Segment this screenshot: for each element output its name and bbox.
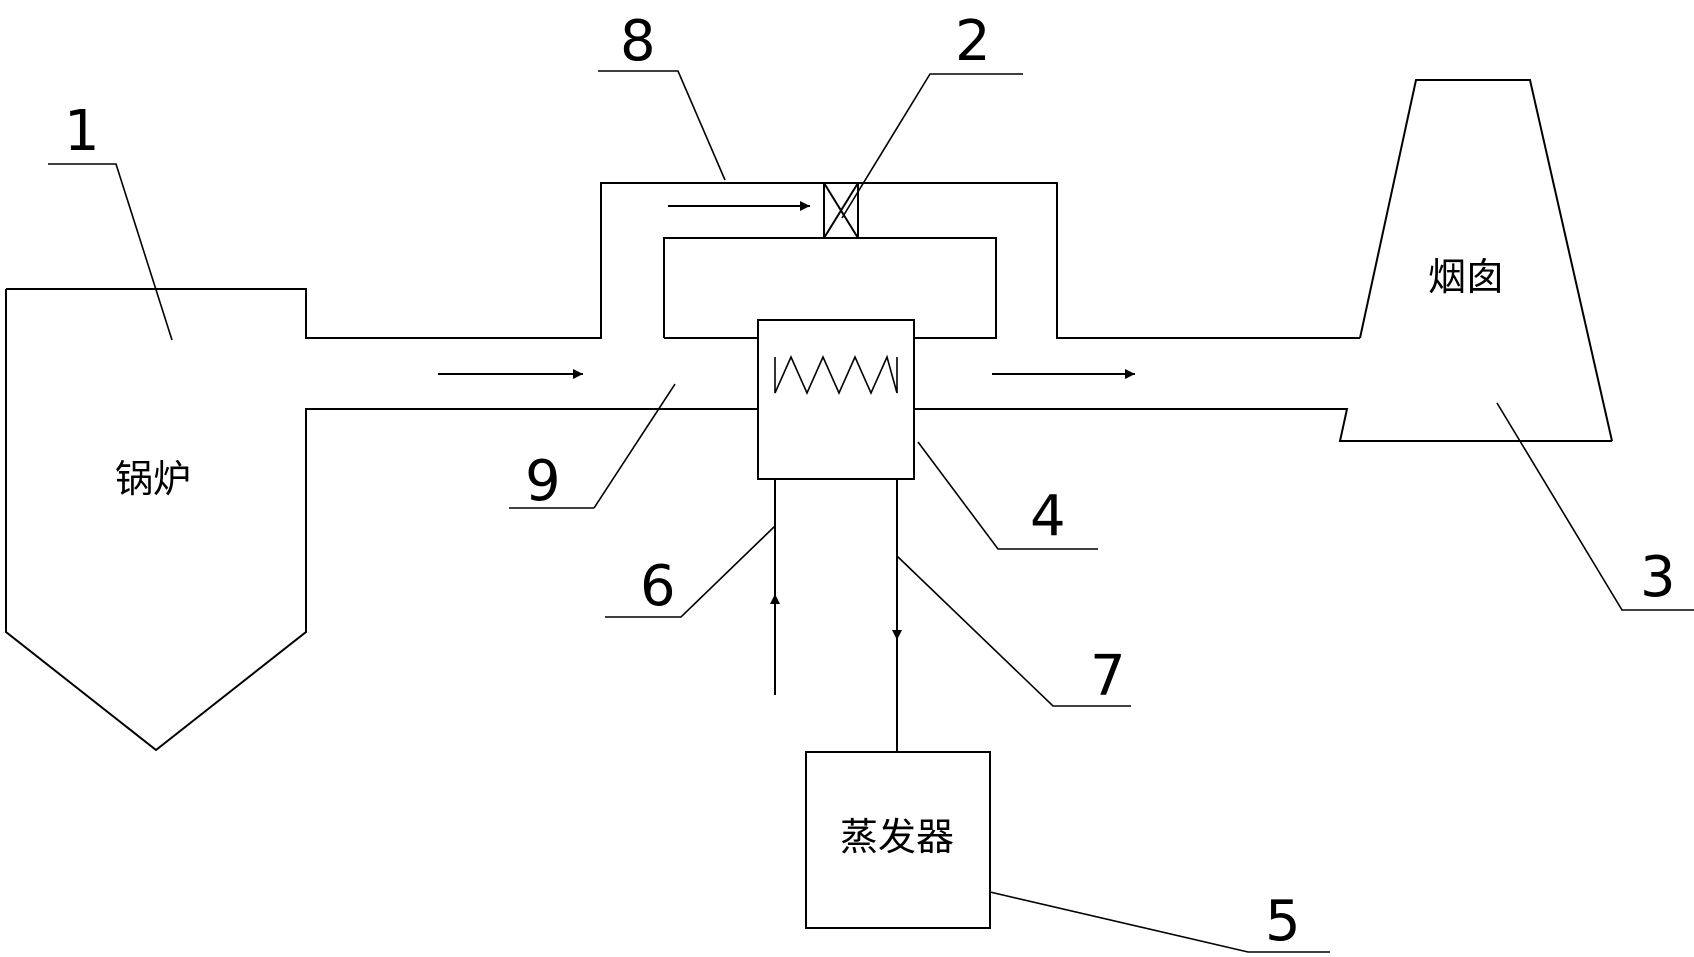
label-num-1: 1 <box>64 99 100 164</box>
evaporator-box <box>805 751 991 929</box>
leader-4 <box>917 441 1098 550</box>
damper-cross-b <box>823 182 859 239</box>
leader-9 <box>593 383 676 509</box>
bypass-inner-loop <box>663 237 997 339</box>
label-num-6: 6 <box>640 554 676 619</box>
damper-valve <box>823 182 859 239</box>
duct-bottom-right <box>914 408 1612 442</box>
label-evaporator: 蒸发器 <box>840 815 954 859</box>
label-num-3: 3 <box>1640 545 1676 610</box>
leader-5 <box>989 891 1330 953</box>
label-num-9: 9 <box>525 449 561 514</box>
leader-1 <box>48 163 173 341</box>
label-num-5: 5 <box>1265 889 1301 954</box>
label-num-8: 8 <box>620 9 656 74</box>
chimney-outline <box>1359 79 1613 442</box>
boiler-lower-outline <box>5 289 758 752</box>
heat-exchanger-coil <box>774 354 898 395</box>
leader-6 <box>605 525 776 618</box>
label-num-2: 2 <box>955 9 991 74</box>
label-boiler: 锅炉 <box>115 457 191 501</box>
label-num-7: 7 <box>1090 644 1126 709</box>
leader-3 <box>1496 402 1694 611</box>
label-chimney: 烟囱 <box>1428 255 1504 299</box>
label-num-4: 4 <box>1030 484 1066 549</box>
heat-exchanger <box>757 319 915 480</box>
leader-8 <box>598 70 726 181</box>
leader-2 <box>841 73 1023 219</box>
boiler-body <box>6 182 1360 339</box>
leader-7 <box>896 555 1131 707</box>
